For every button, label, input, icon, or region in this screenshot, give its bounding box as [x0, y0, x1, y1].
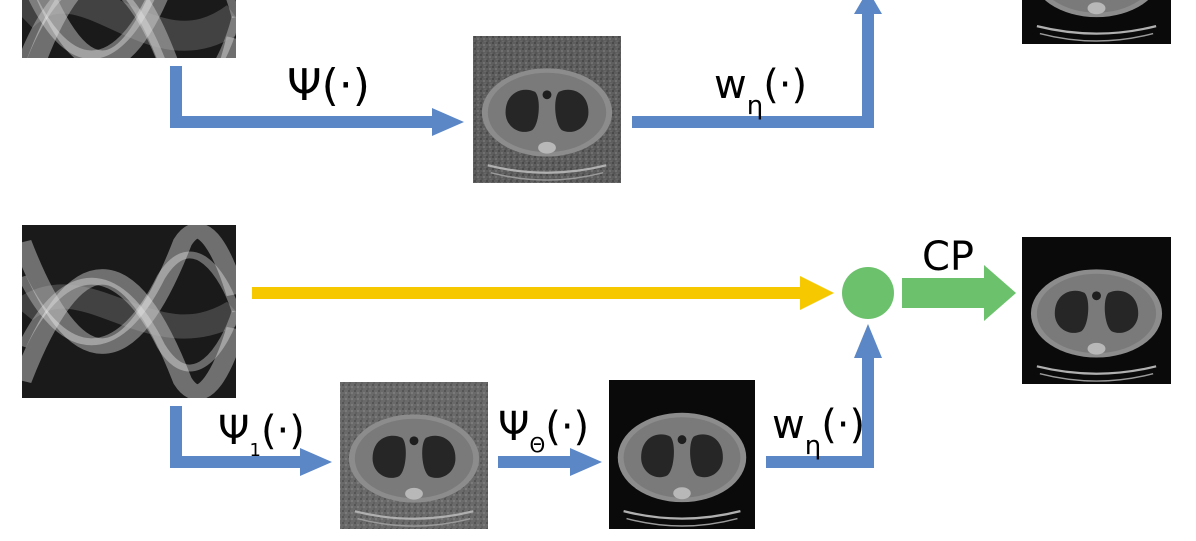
- cp-label: CP: [922, 234, 974, 280]
- bottom-psitheta-sub: Θ: [529, 433, 545, 457]
- bottom-psitheta-label: ΨΘ(·): [498, 404, 589, 457]
- top-psi-label: Ψ(·): [287, 60, 370, 111]
- yellow-skip-arrow-shaft: [252, 287, 808, 299]
- bottom-psi1-arrow: [170, 406, 304, 468]
- cp-arrow-shaft: [902, 278, 986, 308]
- bottom-psitheta-main: Ψ: [498, 404, 529, 450]
- top-w-sub: η: [747, 91, 763, 121]
- yellow-skip-arrowhead: [800, 276, 834, 310]
- top-output-ct-image: [1022, 0, 1171, 44]
- bottom-output-ct-image: [1022, 237, 1171, 384]
- bottom-psi1-arg: (·): [261, 408, 305, 454]
- top-w-arg: (·): [763, 62, 807, 108]
- bottom-psitheta-arrowhead: [570, 448, 602, 476]
- top-w-label: wη(·): [714, 62, 807, 121]
- top-w-arrowhead: [854, 0, 882, 14]
- top-w-main: w: [714, 62, 747, 108]
- top-psi-arrowhead: [432, 108, 464, 136]
- bottom-refined-ct-image: [609, 380, 755, 529]
- bottom-noisy-ct-image: [340, 382, 488, 529]
- bottom-w-arg: (·): [821, 402, 865, 448]
- bottom-w-label: wη(·): [772, 402, 865, 461]
- bottom-psi1-arrowhead: [300, 448, 332, 476]
- bottom-psitheta-arg: (·): [545, 404, 589, 450]
- bottom-psi1-main: Ψ: [218, 408, 249, 454]
- bottom-psi1-label: Ψ1(·): [218, 408, 305, 461]
- top-noisy-ct-image: [473, 36, 621, 183]
- top-sinogram-image: [22, 0, 236, 125]
- bottom-w-arrowhead: [854, 324, 882, 358]
- combine-node: [842, 267, 894, 319]
- bottom-psi1-sub: 1: [249, 440, 260, 461]
- bottom-w-sub: η: [805, 431, 821, 461]
- cp-arrowhead: [984, 265, 1016, 321]
- bottom-sinogram-image: [22, 225, 236, 398]
- top-w-arrow: [632, 12, 874, 128]
- top-psi-arrow: [170, 66, 436, 128]
- bottom-w-main: w: [772, 402, 805, 448]
- bottom-w-arrow: [766, 354, 874, 468]
